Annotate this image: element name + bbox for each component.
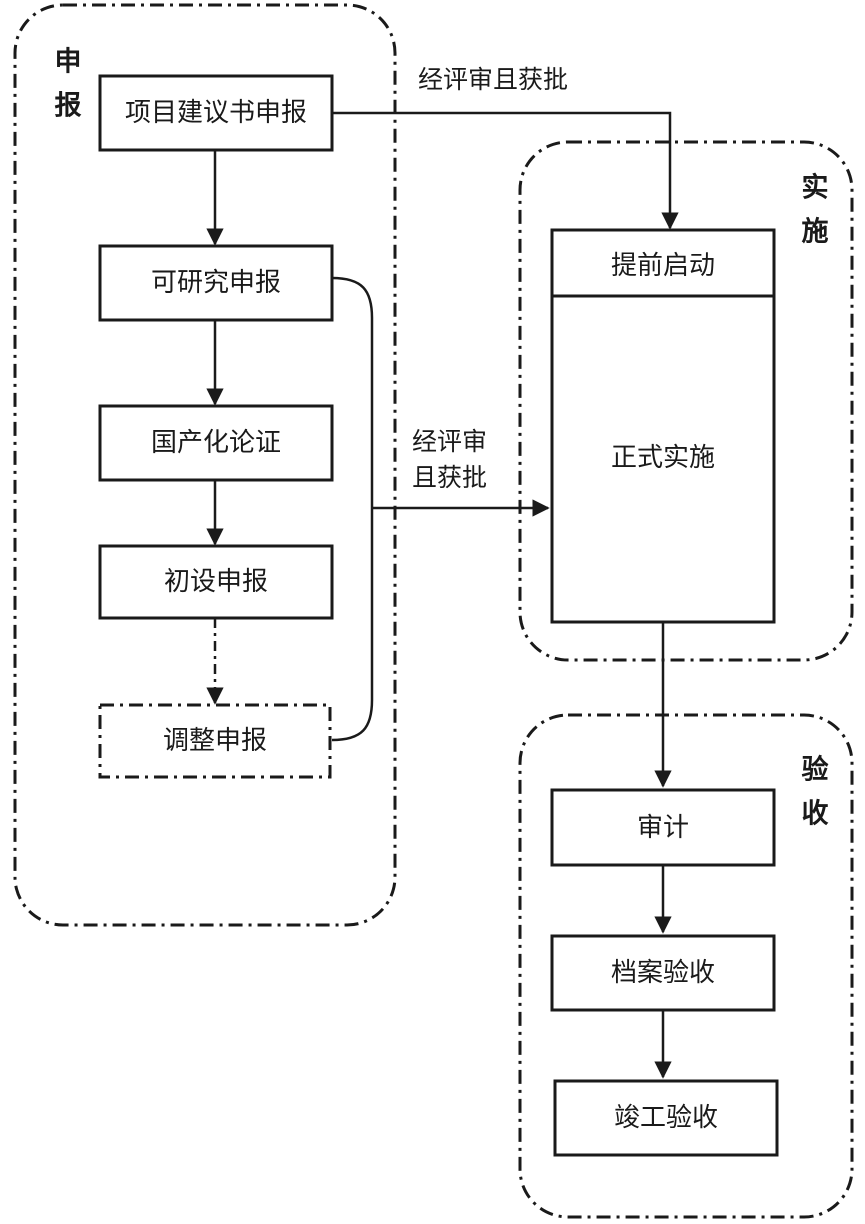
implement-region-label-2: 施 [802, 217, 829, 248]
middle-approval-label-1: 经评审 [412, 427, 487, 456]
proposal-box [98, 74, 334, 152]
completion-acceptance-label: 竣工验收 [614, 1103, 718, 1133]
formal-implementation-label: 正式实施 [611, 443, 715, 473]
early-start-label: 提前启动 [611, 251, 715, 281]
top-approval-label: 经评审且获批 [418, 65, 568, 94]
preliminary-design-label: 初设申报 [164, 567, 268, 597]
bracket-feasibility-adjustment [331, 276, 374, 742]
implementation-box [550, 228, 776, 624]
adjustment-box [98, 703, 332, 779]
apply-region-label-2: 报 [55, 91, 82, 122]
accept-region [518, 713, 854, 1219]
adjustment-label: 调整申报 [163, 726, 267, 756]
implement-region [518, 140, 854, 662]
accept-region-label-1: 验 [802, 754, 829, 786]
archive-acceptance-label: 档案验收 [611, 958, 715, 988]
audit-box [550, 788, 776, 867]
implement-region-label-1: 实 [802, 172, 829, 204]
localization-label: 国产化论证 [151, 428, 281, 458]
middle-approval-label-2: 且获批 [412, 463, 487, 492]
apply-region-label-1: 申 [55, 47, 82, 78]
localization-box [98, 404, 334, 482]
completion-acceptance-box [553, 1079, 779, 1157]
proposal-label: 项目建议书申报 [125, 98, 307, 128]
arrow-proposal-to-early-start [332, 111, 679, 230]
accept-region-label-2: 收 [802, 799, 829, 830]
preliminary-design-box [98, 544, 334, 620]
audit-label: 审计 [637, 813, 689, 843]
feasibility-box [98, 244, 334, 322]
archive-acceptance-box [550, 934, 776, 1012]
feasibility-label: 可研究申报 [151, 268, 281, 298]
apply-region [13, 3, 397, 927]
